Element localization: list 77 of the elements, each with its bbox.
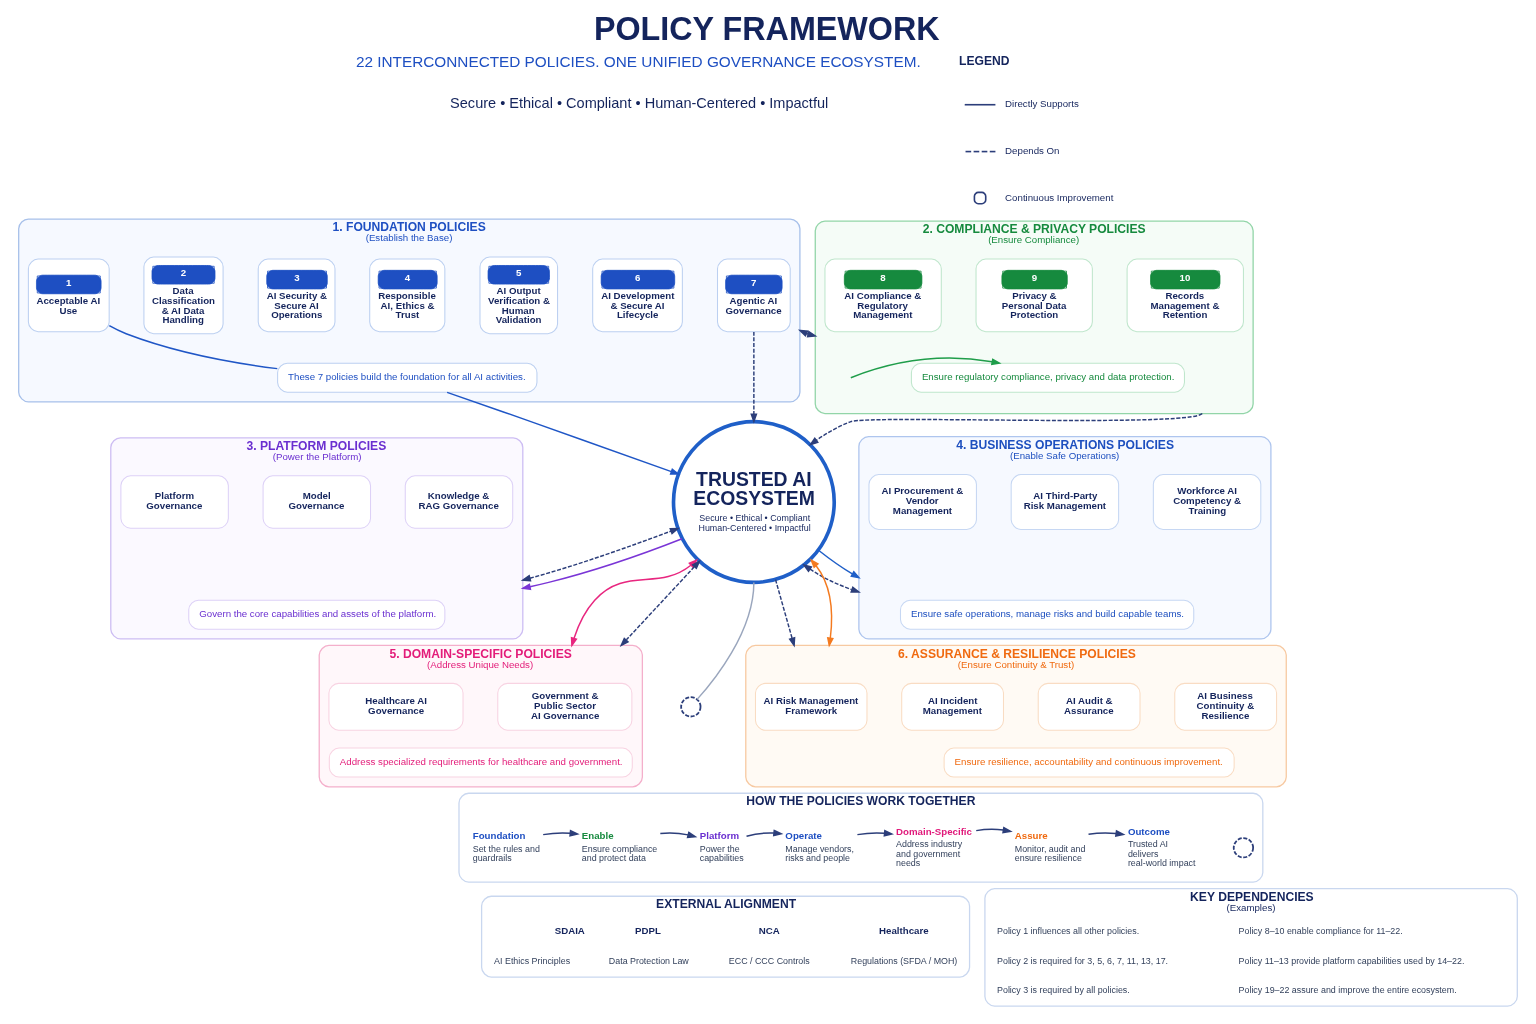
arrow — [856, 829, 894, 837]
arrow — [797, 329, 818, 338]
node-box: AI Incident Management — [901, 682, 1005, 731]
node-text: Operate Manage vendors, risks and people — [785, 830, 854, 864]
arrow — [802, 563, 861, 593]
label: AI Ethics Principles — [494, 955, 571, 966]
connector — [108, 324, 279, 370]
node-box: AI Business Continuity & Resilience — [1174, 682, 1278, 731]
label: ECC / CCC Controls — [728, 955, 810, 966]
node-circle — [1232, 837, 1255, 859]
node-text: Domain-Specific Address industry and government needs — [896, 825, 972, 869]
label: Secure • Ethical • Compliant • Human-Centered • Impactful — [450, 94, 829, 111]
label: Policy 2 is required for 3, 5, 6, 7, 11, 13, 17. — [997, 955, 1169, 966]
node-box: Govern the core capabilities and assets of the platform. — [188, 599, 446, 630]
arrow — [774, 578, 796, 648]
arrow — [446, 391, 681, 475]
connector — [696, 581, 755, 701]
arrow — [975, 826, 1013, 834]
label: Policy 19–22 assure and improve the entire ecosystem. — [1238, 985, 1457, 996]
node-box: 8 AI Compliance & Regulatory Management — [824, 258, 942, 333]
label: Regulations (SFDA / MOH) — [850, 955, 958, 966]
arrow — [808, 412, 1203, 446]
node-circle — [680, 696, 702, 718]
legend-label: Directly Supports — [1005, 98, 1079, 110]
arrow — [850, 357, 1002, 379]
legend-label: Continuous Improvement — [1005, 191, 1114, 203]
label: Policy 3 is required by all policies. — [997, 985, 1130, 996]
node-box: AI Procurement & Vendor Management — [868, 474, 977, 530]
arrow — [809, 558, 834, 648]
node-text: Enable Ensure compliance and protect data — [581, 830, 658, 864]
label: Healthcare — [879, 924, 929, 936]
arrow — [659, 831, 698, 839]
node-box: 10 Records Management & Retention — [1126, 258, 1244, 333]
node-box: Healthcare AI Governance — [328, 682, 464, 731]
node-box: Address specialized requirements for healthcare and government. — [328, 747, 633, 778]
arrow — [520, 527, 680, 582]
node-box: 6 AI Development & Secure AI Lifecycle — [592, 258, 683, 333]
node-box: Ensure resilience, accountability and continuous improvement. — [943, 747, 1235, 778]
node-box: Ensure safe operations, manage risks and build capable teams. — [899, 599, 1195, 630]
node-box: 9 Privacy & Personal Data Protection — [975, 258, 1093, 333]
arrow — [745, 829, 784, 838]
label: LEGEND — [959, 54, 1010, 69]
arrow — [1087, 829, 1126, 837]
node-box: These 7 policies build the foundation for all AI activities. — [277, 362, 538, 393]
node-box: 7 Agentic AI Governance — [717, 258, 791, 333]
label: Policy 8–10 enable compliance for 11–22. — [1238, 926, 1403, 937]
label: SDAIA — [554, 924, 585, 936]
label: Policy 11–13 provide platform capabilities used by 14–22. — [1238, 955, 1465, 966]
node-text: Assure Monitor, audit and ensure resilience — [1014, 830, 1086, 864]
node-box: 5 AI Output Verification & Human Validation — [479, 256, 559, 335]
node-box: AI Third-Party Risk Management — [1010, 474, 1120, 530]
arrow — [750, 331, 758, 424]
arrow — [520, 538, 683, 591]
label: 22 INTERCONNECTED POLICIES. ONE UNIFIED GOVERNANCE ECOSYSTEM. — [355, 52, 921, 70]
node-box: 3 AI Security & Secure AI Operations — [257, 258, 336, 333]
node-box: 4 Responsible AI, Ethics & Trust — [369, 258, 446, 333]
label: NCA — [758, 924, 780, 936]
diagram-title: POLICY FRAMEWORK — [593, 10, 940, 47]
node-box: 2 Data Classification & AI Data Handling — [143, 256, 224, 335]
node-box: Model Governance — [262, 475, 372, 529]
node-box: Ensure regulatory compliance, privacy and data protection. — [910, 362, 1185, 393]
node-box: AI Audit & Assurance — [1037, 682, 1141, 731]
node-box: Government & Public Sector AI Governance — [497, 682, 633, 731]
node-box: Knowledge & RAG Governance — [404, 475, 514, 529]
node-text: Platform Power the capabilities — [699, 830, 744, 864]
arrow — [817, 549, 861, 579]
label: PDPL — [635, 924, 661, 936]
arrow — [542, 829, 580, 837]
node-box: 1 Acceptable AI Use — [27, 258, 110, 333]
node-box: Platform Governance — [120, 475, 229, 529]
node-text: Outcome Trusted AI delivers real-world impact — [1127, 825, 1196, 869]
legend-label: Depends On — [1005, 145, 1060, 157]
node-box: AI Risk Management Framework — [754, 682, 868, 731]
label: Data Protection Law — [608, 955, 689, 966]
label: Policy 1 influences all other policies. — [997, 926, 1140, 937]
node-box: Workforce AI Competency & Training — [1152, 474, 1262, 530]
node-text: Foundation Set the rules and guardrails — [472, 830, 540, 864]
